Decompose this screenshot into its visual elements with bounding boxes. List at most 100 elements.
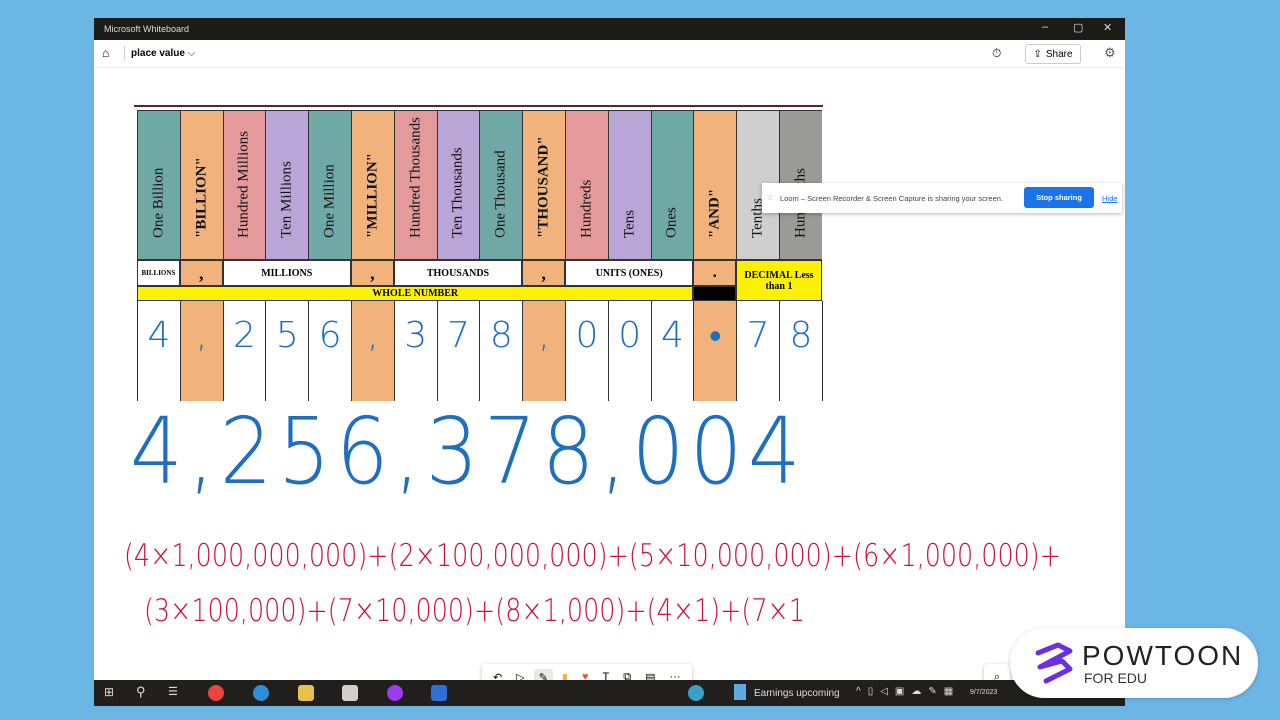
- drag-handle-icon[interactable]: ⁞⁞: [768, 193, 773, 202]
- column-header: Ten Millions: [265, 110, 309, 260]
- column-header: Ten Thousands: [436, 110, 480, 260]
- digit-cell: 7: [436, 301, 480, 401]
- screen-sharing-bar: ⁞⁞ Loom – Screen Recorder & Screen Captu…: [762, 183, 1122, 213]
- column-header: Hundred Millions: [222, 110, 266, 260]
- digit-cell: 7: [736, 301, 779, 401]
- column-header: Hundreds: [565, 110, 608, 260]
- store-icon[interactable]: [342, 685, 358, 701]
- edge-icon[interactable]: [253, 685, 269, 701]
- group-units: UNITS (ONES): [565, 260, 694, 286]
- decimal-point-black-cell: [693, 286, 737, 301]
- tool-button[interactable]: ⧉: [623, 670, 632, 681]
- digit-cell: 0: [565, 301, 608, 401]
- board-name-dropdown[interactable]: place value ⌵: [131, 48, 195, 59]
- column-label: "THOUSAND": [535, 136, 552, 238]
- maximize-button[interactable]: ▢: [1073, 22, 1084, 34]
- digit-cell: ,: [351, 301, 394, 401]
- group-decimal-point: .: [693, 260, 737, 286]
- close-button[interactable]: ✕: [1103, 22, 1113, 34]
- chrome-icon[interactable]: [208, 685, 224, 701]
- board-name: place value: [131, 48, 185, 59]
- column-label: Hundreds: [578, 179, 595, 238]
- group-decimal: DECIMAL Less than 1: [736, 260, 822, 301]
- chevron-down-icon: ⌵: [187, 48, 196, 59]
- gear-icon[interactable]: ⚙: [1104, 45, 1116, 60]
- column-label: One Billion: [150, 167, 167, 238]
- column-header: "AND": [693, 110, 737, 260]
- column-label: Hundred Millions: [235, 130, 252, 238]
- column-header: One Million: [308, 110, 351, 260]
- share-button[interactable]: ⇪Share: [1025, 44, 1081, 64]
- minimize-button[interactable]: –: [1042, 21, 1049, 33]
- column-header: "MILLION": [351, 110, 394, 260]
- digit-cell: •: [693, 301, 737, 401]
- column-header: "THOUSAND": [522, 110, 565, 260]
- chart-right-border: [821, 301, 823, 401]
- search-icon[interactable]: ⚲: [136, 684, 146, 699]
- column-header: One Thousand: [479, 110, 523, 260]
- tool-button[interactable]: ♥: [581, 671, 589, 680]
- whiteboard-window: Microsoft Whiteboard – ▢ ✕ ⌂ place value…: [94, 18, 1125, 706]
- taskbar: ⊞ ⚲ ☰ Earnings upcoming ^▯◁▣☁✎▦ 9/7/2023: [94, 680, 1125, 706]
- group-millions: MILLIONS: [222, 260, 351, 286]
- tool-button[interactable]: ···: [669, 671, 681, 680]
- digit-cell: 4: [137, 301, 180, 401]
- tool-button[interactable]: ▷: [516, 671, 525, 681]
- digit-cell: ,: [522, 301, 565, 401]
- hide-link[interactable]: Hide: [1102, 194, 1118, 203]
- inking-toolbar: ↶ ▷ ✎ ▮ ♥ T ⧉ ▤ ···: [482, 664, 692, 680]
- tool-button[interactable]: ▤: [645, 671, 656, 681]
- group-comma: ,: [179, 260, 223, 286]
- handwritten-expanded-line-1: (4×1,000,000,000)+(2×100,000,000)+(5×10,…: [124, 538, 1062, 574]
- column-label: Ten Thousands: [449, 147, 466, 238]
- column-label: One Thousand: [492, 150, 509, 238]
- help-icon[interactable]: [688, 685, 704, 701]
- column-header: Tens: [607, 110, 651, 260]
- share-icon: ⇪: [1033, 48, 1042, 60]
- digit-cell: 8: [779, 301, 822, 401]
- home-icon[interactable]: ⌂: [102, 46, 110, 60]
- watermark-sub: FOR EDU: [1084, 670, 1147, 686]
- zoom-search-icon[interactable]: ⌕: [984, 664, 1010, 680]
- tool-button[interactable]: ▮: [561, 671, 568, 681]
- divider: [134, 105, 823, 107]
- file-explorer-icon[interactable]: [298, 685, 314, 701]
- whiteboard-app-icon[interactable]: [431, 685, 447, 701]
- system-tray-icons[interactable]: ^▯◁▣☁✎▦: [856, 686, 961, 697]
- digit-cell: 0: [607, 301, 651, 401]
- handwritten-number: 4,256,378,004: [130, 398, 806, 505]
- tool-button[interactable]: ✎: [533, 668, 553, 680]
- digit-cell: 3: [393, 301, 437, 401]
- stop-sharing-button[interactable]: Stop sharing: [1024, 187, 1094, 208]
- column-label: "AND": [706, 188, 723, 238]
- column-label: Ten Millions: [278, 161, 295, 238]
- group-billions: BILLIONS: [137, 260, 180, 286]
- task-view-icon[interactable]: ☰: [168, 686, 178, 698]
- column-header: Ones: [650, 110, 694, 260]
- group-thousands: THOUSANDS: [393, 260, 523, 286]
- news-widget[interactable]: Earnings upcoming: [754, 688, 840, 699]
- windows-start-icon[interactable]: ⊞: [104, 685, 115, 699]
- tool-button[interactable]: T: [602, 671, 610, 680]
- column-label: Ones: [663, 207, 680, 238]
- tool-button[interactable]: ↶: [493, 671, 503, 681]
- divider: [124, 46, 125, 60]
- digit-cell: 8: [479, 301, 523, 401]
- column-label: "BILLION": [193, 157, 210, 238]
- messenger-icon[interactable]: [387, 685, 403, 701]
- digit-cell: ,: [179, 301, 223, 401]
- digit-cell: 5: [265, 301, 309, 401]
- column-label: "MILLION": [364, 153, 381, 238]
- app-toolbar: ⌂ place value ⌵ ⏱ ⇪Share ⚙: [94, 40, 1125, 68]
- powtoon-watermark: POWTOON FOR EDU: [1010, 628, 1258, 698]
- share-label: Share: [1045, 48, 1073, 60]
- column-label: Tens: [621, 209, 638, 238]
- timer-icon[interactable]: ⏱: [992, 46, 1002, 60]
- powtoon-logo-icon: [1035, 642, 1073, 684]
- digit-cell: 6: [308, 301, 351, 401]
- column-label: Hundred Thousands: [407, 117, 424, 238]
- window-title: Microsoft Whiteboard: [104, 24, 190, 34]
- news-icon: [734, 684, 746, 700]
- clock-date: 9/7/2023: [970, 689, 998, 696]
